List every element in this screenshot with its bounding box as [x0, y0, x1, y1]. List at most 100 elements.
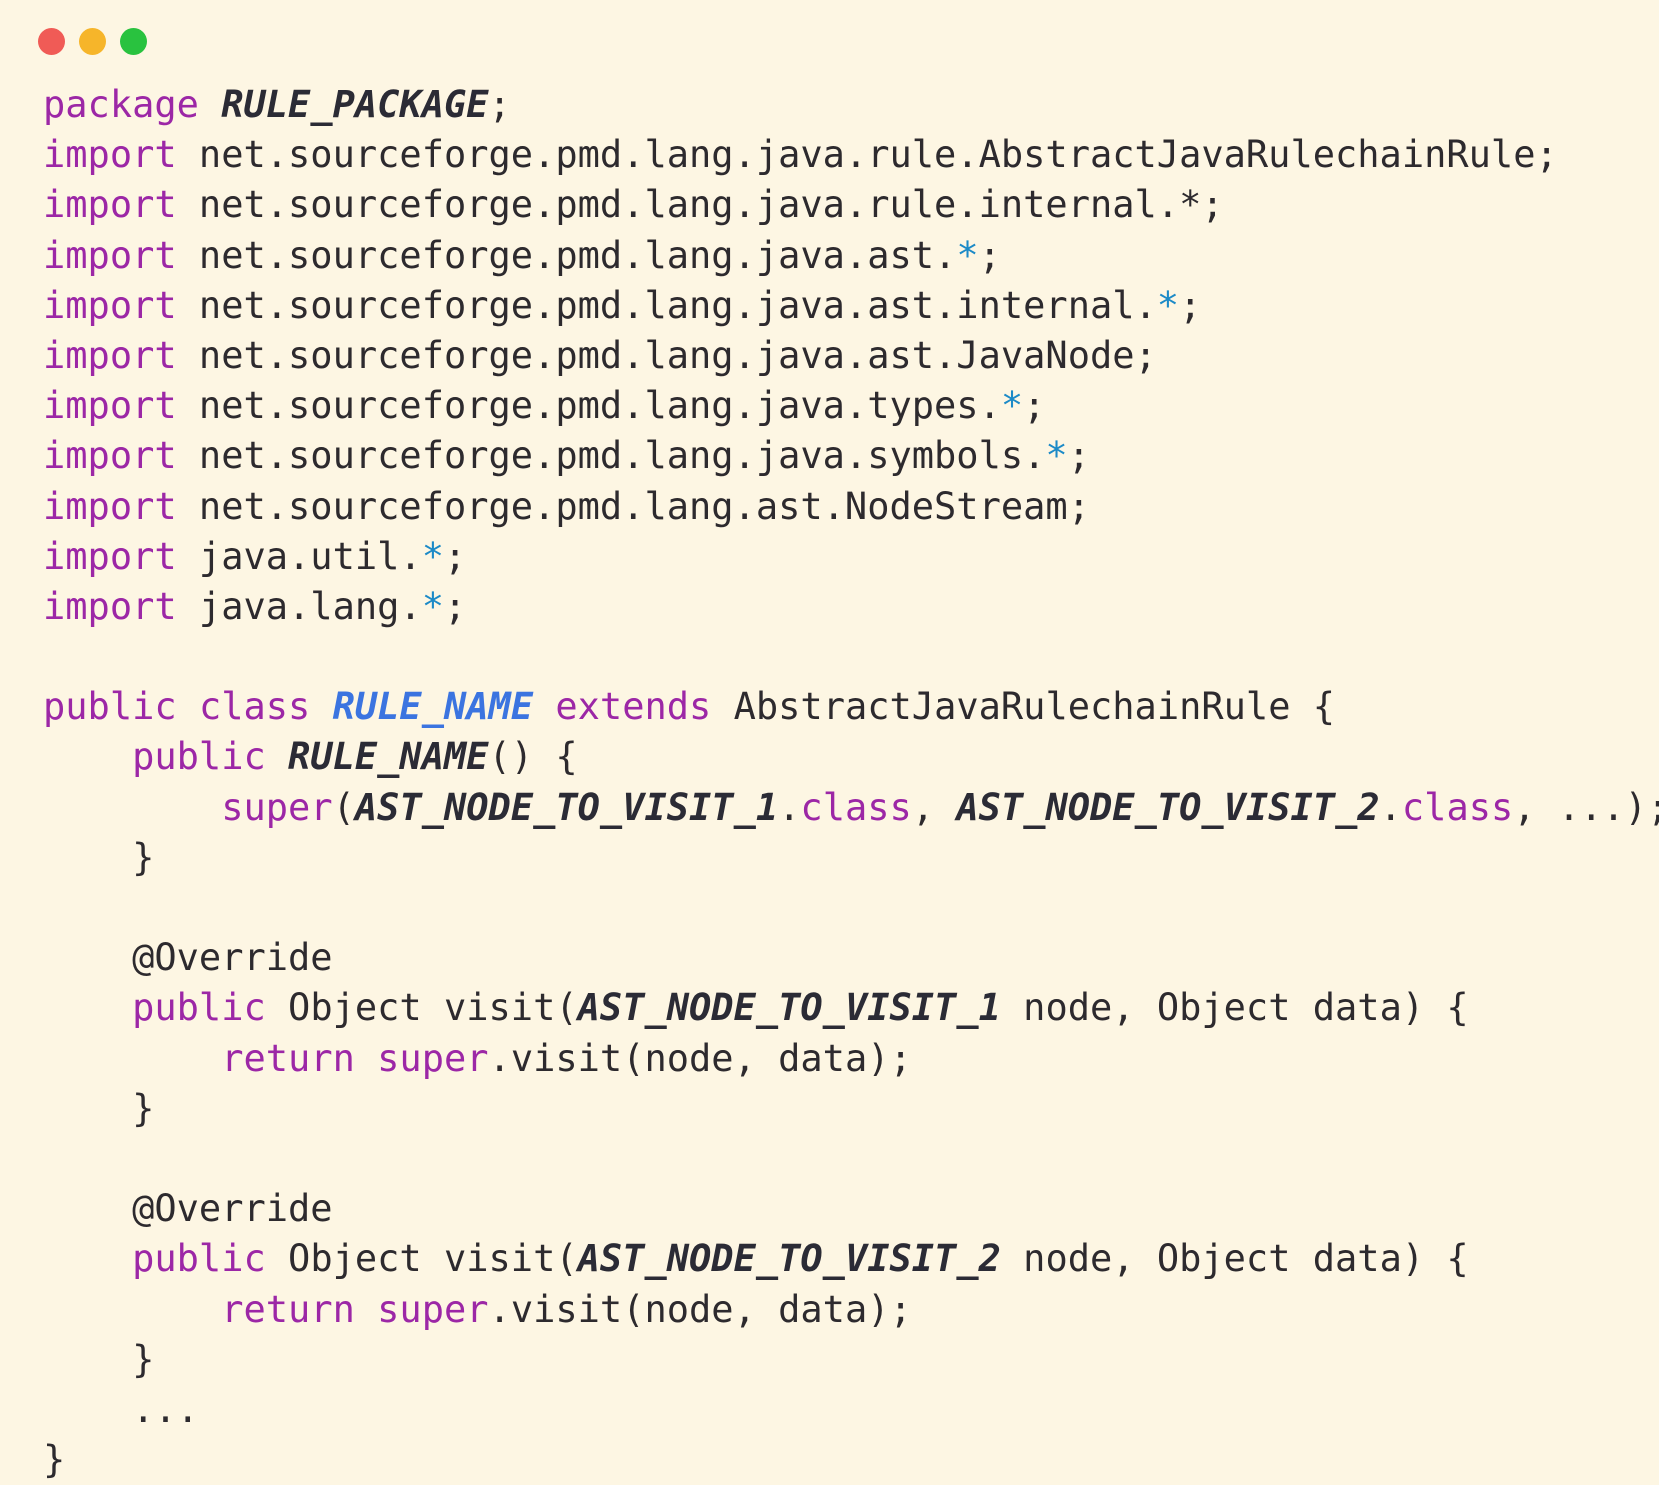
code-token-placeholder: AST_NODE_TO_VISIT_1: [577, 986, 1001, 1030]
code-line: import net.sourceforge.pmd.lang.ast.Node…: [43, 482, 1659, 532]
code-line: [43, 1134, 1659, 1184]
code-line: public Object visit(AST_NODE_TO_VISIT_1 …: [43, 983, 1659, 1033]
code-token-plain: (: [332, 785, 355, 829]
code-token-plain: [43, 1237, 132, 1280]
code-token-keyword: super: [377, 1036, 489, 1080]
code-token-plain: .: [778, 785, 801, 829]
code-token-keyword: public: [132, 986, 266, 1030]
code-token-plain: Object visit(: [265, 1237, 578, 1281]
code-token-keyword: class: [800, 785, 912, 829]
maximize-dot[interactable]: [120, 28, 147, 55]
code-token-keyword: public: [43, 685, 177, 729]
code-token-plain: [43, 986, 132, 1029]
code-line: public Object visit(AST_NODE_TO_VISIT_2 …: [43, 1234, 1659, 1284]
code-token-plain: java.util.: [176, 534, 422, 578]
code-token-placeholder: AST_NODE_TO_VISIT_1: [354, 785, 779, 829]
code-line: package RULE_PACKAGE;: [43, 80, 1659, 130]
code-token-plain: Object visit(: [265, 986, 578, 1030]
code-line: }: [43, 1335, 1659, 1385]
code-token-plain: net.sourceforge.pmd.lang.java.rule.inter…: [176, 183, 1224, 227]
code-line: import net.sourceforge.pmd.lang.java.ast…: [43, 231, 1659, 281]
code-token-plain: java.lang.: [176, 584, 422, 628]
close-dot[interactable]: [38, 28, 65, 55]
code-line: public RULE_NAME() {: [43, 732, 1659, 782]
code-token-plain: ;: [443, 534, 467, 578]
code-token-keyword: import: [43, 384, 177, 428]
code-line: import net.sourceforge.pmd.lang.java.typ…: [43, 381, 1659, 431]
code-line: public class RULE_NAME extends AbstractJ…: [43, 682, 1659, 732]
code-token-plain: @Override: [43, 1187, 333, 1231]
code-line: return super.visit(node, data);: [43, 1034, 1659, 1084]
code-token-plain: [43, 1288, 221, 1331]
code-token-placeholder: RULE_NAME: [288, 735, 489, 779]
code-token-plain: [355, 1288, 377, 1331]
code-line: }: [43, 833, 1659, 883]
code-token-plain: net.sourceforge.pmd.lang.java.ast.: [176, 233, 957, 277]
code-line: import java.util.*;: [43, 532, 1659, 582]
code-token-plain: [43, 786, 221, 829]
minimize-dot[interactable]: [79, 28, 106, 55]
code-token-keyword: import: [43, 133, 177, 177]
code-token-keyword: import: [43, 434, 177, 478]
code-token-keyword: import: [43, 283, 177, 327]
code-token-keyword: import: [43, 534, 177, 578]
code-token-star: *: [1045, 434, 1068, 478]
code-token-placeholder: RULE_PACKAGE: [221, 83, 489, 126]
code-token-keyword: class: [198, 685, 311, 729]
code-line: import java.lang.*;: [43, 582, 1659, 632]
code-token-plain: [199, 83, 221, 126]
code-token-star: *: [421, 534, 444, 578]
code-line: }: [43, 1084, 1659, 1134]
code-token-classname: RULE_NAME: [332, 685, 534, 729]
code-token-plain: ;: [978, 233, 1001, 277]
code-token-placeholder: AST_NODE_TO_VISIT_2: [577, 1237, 1001, 1281]
code-token-keyword: super: [221, 785, 333, 829]
code-token-plain: ;: [1179, 283, 1202, 327]
code-token-plain: () {: [488, 735, 578, 779]
code-token-plain: }: [43, 1086, 155, 1130]
code-line: }: [43, 1435, 1659, 1485]
code-line: import net.sourceforge.pmd.lang.java.sym…: [43, 431, 1659, 481]
code-token-plain: @Override: [43, 936, 333, 980]
code-token-keyword: public: [132, 735, 266, 779]
code-token-plain: ;: [443, 584, 467, 628]
code-token-plain: net.sourceforge.pmd.lang.java.rule.Abstr…: [176, 133, 1558, 177]
code-token-star: *: [1000, 384, 1024, 428]
code-token-keyword: import: [43, 484, 177, 528]
code-token-star: *: [956, 233, 979, 277]
code-token-plain: node, Object data) {: [1000, 1237, 1469, 1281]
code-token-keyword: package: [43, 83, 199, 126]
code-line: [43, 883, 1659, 933]
code-token-plain: .visit(node, data);: [488, 1036, 912, 1080]
code-line: ...: [43, 1385, 1659, 1435]
code-token-plain: net.sourceforge.pmd.lang.ast.NodeStream;: [176, 484, 1090, 528]
code-line: @Override: [43, 933, 1659, 983]
code-token-plain: ;: [1023, 384, 1046, 428]
code-token-plain: ...: [43, 1387, 199, 1431]
code-token-keyword: return: [221, 1287, 355, 1331]
code-line: [43, 632, 1659, 682]
code-token-plain: node, Object data) {: [1000, 986, 1469, 1030]
code-token-plain: [310, 685, 332, 728]
code-token-plain: .visit(node, data);: [488, 1287, 912, 1331]
code-token-plain: [266, 735, 288, 778]
code-token-plain: net.sourceforge.pmd.lang.java.ast.intern…: [176, 283, 1157, 327]
code-token-plain: AbstractJavaRulechainRule {: [711, 685, 1336, 729]
code-token-keyword: extends: [555, 685, 712, 729]
code-token-plain: ,: [911, 785, 957, 829]
code-line: import net.sourceforge.pmd.lang.java.rul…: [43, 130, 1659, 180]
code-token-placeholder: AST_NODE_TO_VISIT_2: [956, 785, 1380, 829]
code-token-plain: net.sourceforge.pmd.lang.java.symbols.: [176, 434, 1046, 478]
code-token-keyword: import: [43, 233, 177, 277]
code-token-star: *: [421, 584, 444, 628]
code-token-plain: }: [43, 1337, 155, 1381]
code-line: super(AST_NODE_TO_VISIT_1.class, AST_NOD…: [43, 783, 1659, 833]
code-block: package RULE_PACKAGE;import net.sourcefo…: [43, 80, 1659, 1485]
code-token-plain: net.sourceforge.pmd.lang.java.ast.JavaNo…: [176, 333, 1157, 377]
code-token-plain: , ...);: [1513, 785, 1659, 829]
code-token-plain: ;: [488, 83, 511, 126]
code-line: import net.sourceforge.pmd.lang.java.rul…: [43, 180, 1659, 230]
code-token-plain: [355, 1037, 377, 1080]
code-token-keyword: import: [43, 333, 177, 377]
